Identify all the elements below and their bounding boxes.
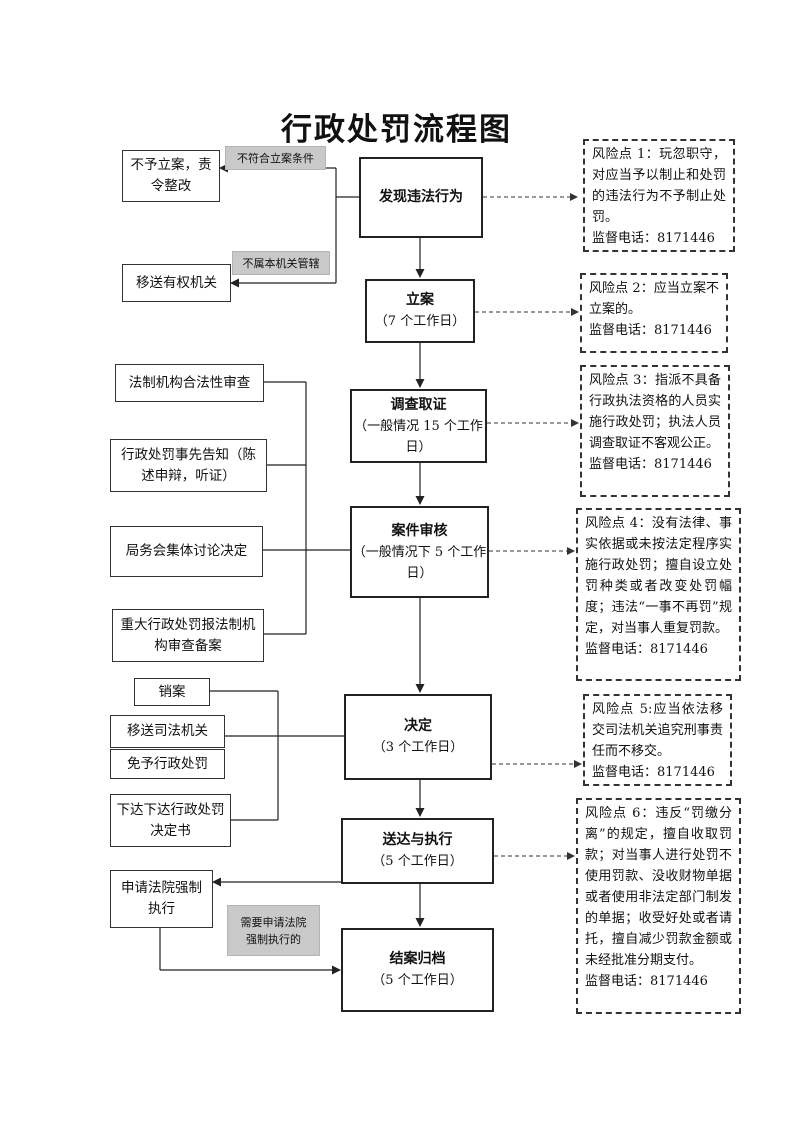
risk-phone: 监督电话：8171446 — [592, 231, 715, 246]
box-no-case: 不予立案，责令整改 — [122, 150, 220, 202]
step-discover: 发现违法行为 — [359, 157, 483, 238]
risk-text: 风险点 3：指派不具备行政执法资格的人员实施行政处罚；执法人员调查取证不客观公正… — [589, 373, 721, 451]
step-review: 案件审核 （一般情况下 5 个工作日） — [350, 506, 489, 598]
step-label: 决定 — [404, 718, 432, 734]
box-transfer-judicial: 移送司法机关 — [110, 715, 225, 748]
step-investigation: 调查取证 （一般情况 15 个工作日） — [350, 389, 487, 463]
risk-text: 风险点 4：没有法律、事实依据或未按法定程序实施行政处罚；擅自设立处罚种类或者改… — [585, 516, 732, 636]
box-issue-decision: 下达下达行政处罚决定书 — [110, 794, 231, 847]
step-decision: 决定 （3 个工作日） — [344, 694, 492, 780]
box-court-enforce: 申请法院强制执行 — [110, 870, 213, 928]
step-label: 结案归档 — [389, 951, 446, 967]
risk-phone: 监督电话：8171446 — [585, 642, 708, 657]
box-transfer-authority: 移送有权机关 — [122, 264, 231, 302]
risk-box-1: 风险点 1：玩忽职守，对应当予以制止和处罚的违法行为不予制止处罚。 监督电话：8… — [583, 139, 735, 252]
risk-phone: 监督电话：8171446 — [589, 323, 712, 338]
risk-box-4: 风险点 4：没有法律、事实依据或未按法定程序实施行政处罚；擅自设立处罚种类或者改… — [576, 508, 741, 681]
step-archive: 结案归档 （5 个工作日） — [341, 928, 494, 1012]
box-prior-notice: 行政处罚事先告知（陈述申辩，听证） — [110, 439, 267, 492]
step-label: 调查取证 — [390, 396, 447, 413]
risk-text: 风险点 2：应当立案不立案的。 — [589, 281, 719, 317]
box-cancel-case: 销案 — [134, 678, 210, 706]
label-not-qualified: 不符合立案条件 — [225, 146, 326, 170]
risk-text: 风险点 5:应当依法移交司法机关追究刑事责任而不移交。 — [592, 702, 723, 759]
step-note: （一般情况 15 个工作日） — [354, 418, 483, 455]
page-title: 行政处罚流程图 — [281, 112, 512, 148]
risk-box-5: 风险点 5:应当依法移交司法机关追究刑事责任而不移交。 监督电话：8171446 — [583, 694, 732, 786]
step-note: （7 个工作日） — [374, 314, 466, 329]
label-need-court: 需要申请法院强制执行的 — [227, 905, 320, 956]
step-delivery: 送达与执行 （5 个工作日） — [341, 818, 494, 884]
box-collective-discussion: 局务会集体讨论决定 — [110, 526, 263, 577]
risk-phone: 监督电话：8171446 — [585, 974, 708, 989]
step-label: 送达与执行 — [382, 832, 453, 848]
step-label: 立案 — [406, 292, 434, 308]
step-note: （5 个工作日） — [372, 854, 463, 869]
risk-phone: 监督电话：8171446 — [589, 457, 712, 472]
label-not-jurisdiction: 不属本机关管辖 — [232, 251, 330, 275]
risk-box-2: 风险点 2：应当立案不立案的。 监督电话：8171446 — [580, 273, 728, 353]
box-major-filing: 重大行政处罚报法制机构审查备案 — [112, 609, 264, 662]
step-note: （一般情况下 5 个工作日） — [352, 544, 487, 581]
step-label: 案件审核 — [391, 522, 448, 539]
step-note: （3 个工作日） — [372, 740, 464, 755]
risk-box-6: 风险点 6：违反“罚缴分离”的规定，擅自收取罚款；对当事人进行处罚不使用罚款、没… — [576, 798, 741, 1014]
box-exempt: 免予行政处罚 — [110, 749, 225, 779]
step-file-case: 立案 （7 个工作日） — [365, 279, 475, 343]
risk-text: 风险点 1：玩忽职守，对应当予以制止和处罚的违法行为不予制止处罚。 — [592, 147, 726, 225]
step-label: 发现违法行为 — [379, 189, 463, 205]
risk-text: 风险点 6：违反“罚缴分离”的规定，擅自收取罚款；对当事人进行处罚不使用罚款、没… — [585, 806, 732, 968]
risk-box-3: 风险点 3：指派不具备行政执法资格的人员实施行政处罚；执法人员调查取证不客观公正… — [580, 365, 730, 497]
risk-phone: 监督电话：8171446 — [592, 765, 715, 780]
box-legal-review: 法制机构合法性审查 — [115, 364, 264, 402]
step-note: （5 个工作日） — [372, 973, 463, 988]
